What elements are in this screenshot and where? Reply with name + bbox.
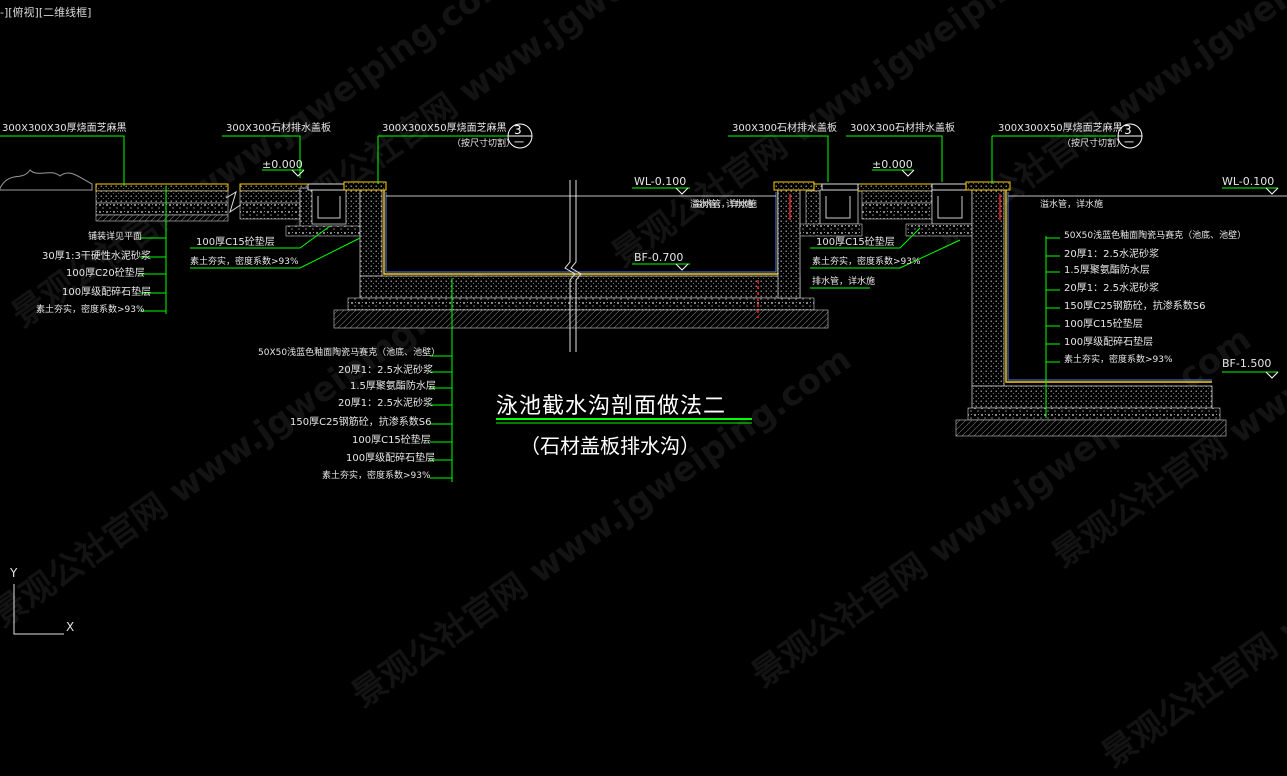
drawing-title: 泳池截水沟剖面做法二 bbox=[496, 394, 727, 419]
label-left-c15: 100厚C15砼垫层 bbox=[196, 237, 275, 248]
pool-shallow-section bbox=[333, 180, 1287, 352]
left-mortar-layer bbox=[95, 190, 229, 204]
callout-circles[interactable] bbox=[507, 123, 1143, 149]
label-left-edge-paving: 300X300X50厚烧面芝麻黑 bbox=[382, 123, 507, 134]
label-right-wl: WL-0.100 bbox=[1222, 175, 1275, 188]
pool-left-coping bbox=[343, 181, 387, 191]
mid-stack-item: 1.5厚聚氨酯防水层 bbox=[350, 381, 436, 392]
deep-pool-wall bbox=[971, 185, 1005, 387]
label-right-drain-cover-2: 300X300石材排水盖板 bbox=[850, 123, 956, 134]
label-right-drain: 排水管，详水施 bbox=[812, 277, 876, 287]
pool-shallow-gravel bbox=[333, 309, 829, 329]
label-right-overflow-r: 溢水管，详水施 bbox=[1040, 200, 1104, 210]
label-right-edge-paving: 300X300X50厚烧面芝麻黑 bbox=[998, 123, 1123, 134]
pool-shallow-floor bbox=[359, 275, 801, 299]
mid-stack-item: 100厚级配碎石垫层 bbox=[346, 453, 436, 464]
pool-left-wall bbox=[359, 185, 383, 277]
label-left-wl: WL-0.100 bbox=[634, 175, 687, 188]
mid-stack-item: 20厚1：2.5水泥砂浆 bbox=[338, 398, 433, 409]
label-left-edge-note: （按尺寸切割） bbox=[452, 139, 516, 149]
elev-triangle bbox=[291, 169, 305, 177]
mid-stack-item: 素土夯实，密度系数>93% bbox=[322, 471, 431, 481]
label-left-drain-cover: 300X300石材排水盖板 bbox=[226, 123, 332, 134]
callout-1-number: 3 bbox=[514, 123, 522, 137]
right-stack-item: 20厚1：2.5水泥砂浆 bbox=[1064, 283, 1159, 294]
left-stack-item: 30厚1:3干硬性水泥砂浆 bbox=[42, 251, 151, 262]
label-right-drain-cover-1: 300X300石材排水盖板 bbox=[732, 123, 838, 134]
right-stack-item: 100厚级配碎石垫层 bbox=[1064, 337, 1154, 348]
left-stack-item: 铺装详见平面 bbox=[88, 232, 143, 242]
deep-pool-finish bbox=[1005, 190, 1212, 383]
label-left-elev: ±0.000 bbox=[262, 158, 303, 171]
right-stack-item: 100厚C15砼垫层 bbox=[1064, 319, 1143, 330]
ucs-icon bbox=[13, 584, 64, 635]
label-left-bf: BF-0.700 bbox=[634, 251, 684, 264]
section-break-line bbox=[564, 180, 576, 352]
label-right-c15: 100厚C15砼垫层 bbox=[816, 237, 895, 248]
deep-pool-floor bbox=[971, 385, 1213, 409]
left-gravel-layer bbox=[95, 214, 229, 222]
right-stack-item: 150厚C25钢筋砼，抗渗系数S6 bbox=[1064, 301, 1206, 312]
elev-triangle bbox=[1265, 371, 1279, 379]
label-right-soil: 素土夯实，密度系数>93% bbox=[812, 257, 921, 267]
left-stack-item: 100厚级配碎石垫层 bbox=[62, 287, 152, 298]
label-left-overflow: 溢水管，详水施 bbox=[690, 200, 754, 210]
mid-stack-item: 50X50浅蓝色釉面陶瓷马赛克（池底、池壁） bbox=[258, 348, 441, 358]
elev-triangle bbox=[1265, 187, 1279, 195]
shrub-symbol bbox=[0, 169, 93, 191]
left-c20-layer bbox=[95, 202, 229, 216]
left-stack-item: 素土夯实，密度系数>93% bbox=[36, 305, 145, 315]
left-paving-layer-2 bbox=[239, 183, 309, 192]
elev-triangle bbox=[901, 169, 915, 177]
label-right-overflow-l: 溢水管，详水施 bbox=[694, 200, 758, 210]
drawing-subtitle: （石材盖板排水沟） bbox=[520, 434, 700, 458]
label-right-edge-note: （按尺寸切割） bbox=[1062, 139, 1126, 149]
elev-triangle bbox=[675, 263, 689, 271]
leader-lines bbox=[0, 135, 1278, 482]
callout-2-number: 3 bbox=[1124, 123, 1132, 137]
ucs-y-label: Y bbox=[10, 566, 18, 580]
left-paving-section bbox=[0, 169, 309, 222]
right-drain-cover-1 bbox=[821, 183, 859, 191]
elev-triangle bbox=[675, 187, 689, 195]
pool-middle-wall bbox=[777, 185, 801, 299]
label-right-bf: BF-1.500 bbox=[1222, 357, 1272, 370]
break-mark bbox=[225, 190, 243, 214]
mid-stack-item: 150厚C25钢筋砼，抗渗系数S6 bbox=[290, 417, 432, 428]
right-stack-item: 素土夯实，密度系数>93% bbox=[1064, 355, 1173, 365]
mid-stack-item: 100厚C15砼垫层 bbox=[352, 435, 431, 446]
drawing-canvas[interactable] bbox=[0, 0, 1287, 641]
label-left-soil: 素土夯实，密度系数>93% bbox=[190, 257, 299, 267]
ucs-x-label: X bbox=[66, 620, 75, 634]
elevation-markers bbox=[291, 169, 1279, 379]
right-paving-section bbox=[799, 181, 1227, 437]
mid-stack-item: 20厚1：2.5水泥砂浆 bbox=[338, 365, 433, 376]
callout-2-sheet: 一 bbox=[1124, 138, 1134, 149]
callout-1-sheet: 一 bbox=[514, 138, 524, 149]
left-paving-layer bbox=[95, 183, 229, 192]
right-stack-item: 20厚1：2.5水泥砂浆 bbox=[1064, 249, 1159, 260]
viewport-label[interactable]: -][俯视][二维线框] bbox=[0, 6, 92, 19]
right-stack-item: 50X50浅蓝色釉面陶瓷马赛克（池底、池壁） bbox=[1064, 231, 1247, 241]
label-right-elev: ±0.000 bbox=[872, 158, 913, 171]
right-stack-item: 1.5厚聚氨酯防水层 bbox=[1064, 265, 1150, 276]
label-left-top-paving: 300X300X30厚烧面芝麻黑 bbox=[2, 123, 127, 134]
pool-shallow-c15 bbox=[347, 297, 815, 311]
left-stack-item: 100厚C20砼垫层 bbox=[66, 268, 145, 279]
